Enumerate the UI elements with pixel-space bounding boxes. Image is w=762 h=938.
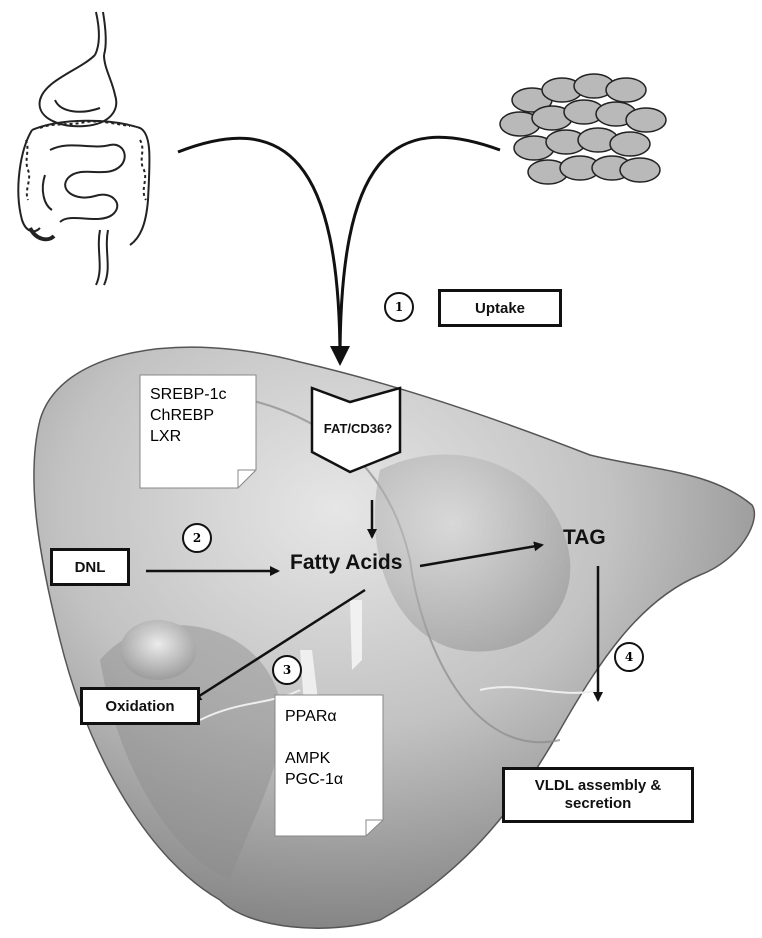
uptake-arrowhead bbox=[330, 346, 350, 366]
tag-label: TAG bbox=[563, 526, 643, 550]
intestine-icon bbox=[18, 12, 149, 285]
dnl-label: DNL bbox=[50, 548, 130, 586]
step-4-marker: 4 bbox=[614, 642, 644, 672]
uptake-curve-left bbox=[178, 138, 340, 360]
regulator-ppar-alpha: PPARα bbox=[285, 706, 373, 727]
uptake-label: Uptake bbox=[438, 289, 562, 327]
regulator-spacer bbox=[285, 727, 373, 748]
oxidation-label: Oxidation bbox=[80, 687, 200, 725]
vldl-label-line-2: secretion bbox=[565, 795, 632, 813]
regulator-ampk: AMPK bbox=[285, 748, 373, 769]
vldl-label: VLDL assembly & secretion bbox=[502, 767, 694, 823]
gallbladder-shape bbox=[120, 620, 196, 680]
regulator-chrebp: ChREBP bbox=[150, 405, 246, 426]
fat-cd36-label: FAT/CD36? bbox=[316, 421, 400, 436]
step-1-marker: 1 bbox=[384, 292, 414, 322]
fatty-acids-label: Fatty Acids bbox=[290, 551, 450, 575]
regulator-lxr: LXR bbox=[150, 426, 246, 447]
regulator-pgc1-alpha: PGC-1α bbox=[285, 769, 373, 790]
lipogenic-regulators-note: SREBP-1c ChREBP LXR bbox=[140, 378, 256, 453]
regulator-srebp1c: SREBP-1c bbox=[150, 384, 246, 405]
oxidation-regulators-note: PPARα AMPK PGC-1α bbox=[275, 700, 383, 796]
vldl-label-line-1: VLDL assembly & bbox=[535, 777, 661, 795]
adipocyte-cluster-icon bbox=[500, 74, 666, 184]
step-3-marker: 3 bbox=[272, 655, 302, 685]
step-2-marker: 2 bbox=[182, 523, 212, 553]
